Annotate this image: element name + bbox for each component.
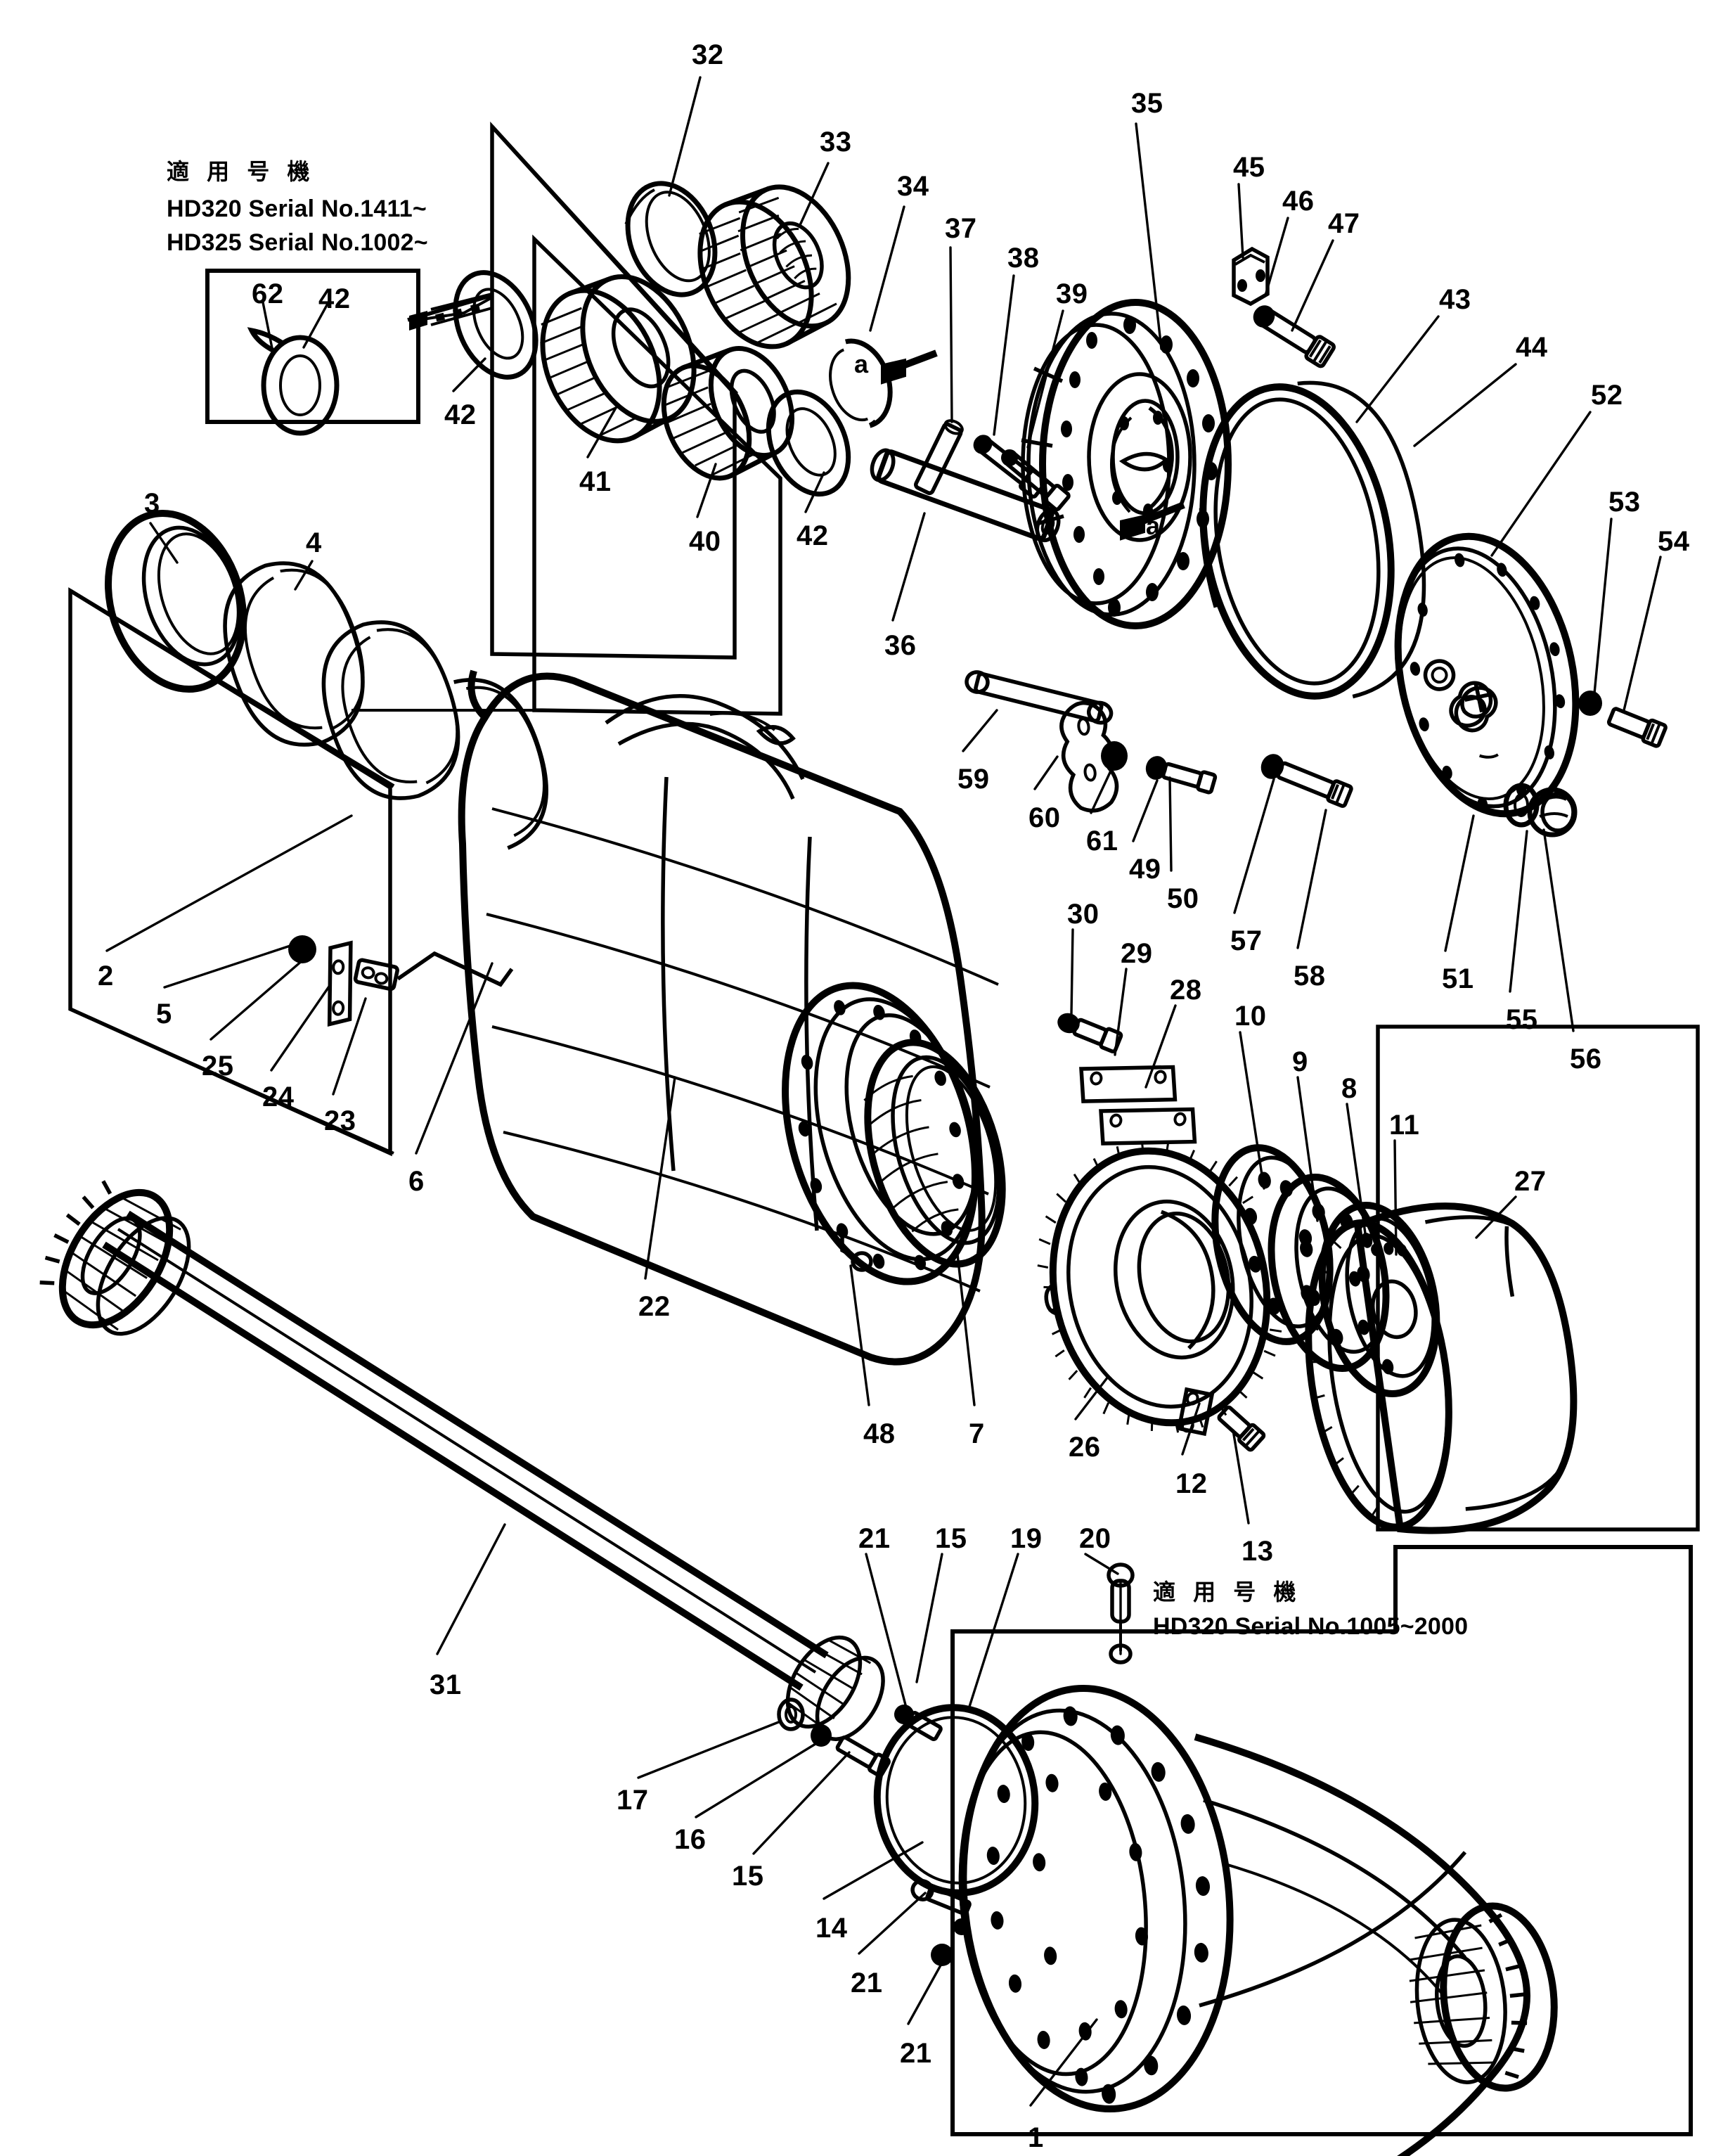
part-callout-16: 16 (674, 1824, 707, 1855)
part-callout-61: 61 (1086, 826, 1118, 856)
part-callout-32: 32 (692, 39, 724, 70)
section-marker-a-2: a (1146, 511, 1161, 540)
part-callout-28: 28 (1170, 975, 1202, 1006)
part-callout-33: 33 (820, 127, 852, 158)
part-callout-13: 13 (1242, 1536, 1274, 1567)
part-callout-52: 52 (1591, 380, 1623, 411)
part-callout-11: 11 (1389, 1110, 1420, 1141)
part-callout-44: 44 (1516, 332, 1548, 363)
part-callout-19: 19 (1010, 1523, 1043, 1554)
part-callout-35: 35 (1131, 88, 1163, 119)
part-callout-15: 15 (935, 1523, 967, 1554)
part-callout-21: 21 (900, 2038, 932, 2069)
part-callout-5: 5 (156, 999, 172, 1029)
part-callout-42: 42 (318, 283, 351, 314)
part-callout-20: 20 (1079, 1523, 1111, 1554)
part-callout-62: 62 (252, 278, 284, 309)
part-callout-14: 14 (815, 1913, 848, 1944)
note-bottom-right-jp: 適 用 号 機 (1153, 1579, 1301, 1605)
part-callout-26: 26 (1069, 1432, 1101, 1463)
note-top-left-line-1: HD320 Serial No.1411~ (167, 195, 427, 222)
part-callout-53: 53 (1608, 487, 1641, 518)
part-callout-3: 3 (144, 488, 160, 519)
part-callout-46: 46 (1282, 186, 1315, 217)
section-marker-a-1: a (854, 349, 869, 378)
part-callout-21: 21 (858, 1523, 891, 1554)
part-callout-55: 55 (1506, 1004, 1538, 1035)
part-callout-6: 6 (408, 1166, 425, 1197)
part-callout-39: 39 (1056, 278, 1088, 309)
part-callout-45: 45 (1233, 152, 1265, 183)
part-callout-57: 57 (1230, 925, 1263, 956)
part-callout-34: 34 (897, 171, 929, 202)
part-callout-2: 2 (98, 961, 114, 992)
part-callout-38: 38 (1007, 243, 1040, 274)
part-callout-7: 7 (969, 1418, 985, 1449)
note-top-left-line-2: HD325 Serial No.1002~ (167, 229, 428, 256)
part-callout-25: 25 (202, 1051, 234, 1082)
part-callout-4: 4 (306, 527, 322, 558)
part-callout-24: 24 (262, 1082, 295, 1112)
part-callout-30: 30 (1067, 899, 1099, 930)
part-callout-43: 43 (1439, 284, 1471, 315)
part-callout-9: 9 (1292, 1046, 1308, 1077)
part-callout-58: 58 (1294, 961, 1326, 992)
part-callout-60: 60 (1028, 802, 1061, 833)
part-callout-15: 15 (732, 1861, 764, 1892)
part-callout-47: 47 (1328, 208, 1360, 239)
part-callout-40: 40 (689, 526, 721, 557)
part-callout-31: 31 (430, 1669, 462, 1700)
part-callout-29: 29 (1121, 938, 1153, 969)
part-callout-27: 27 (1514, 1166, 1547, 1197)
part-callout-56: 56 (1570, 1044, 1602, 1074)
part-callout-42: 42 (797, 520, 829, 551)
part-callout-51: 51 (1442, 963, 1474, 994)
part-callout-8: 8 (1341, 1073, 1357, 1104)
part-callout-21: 21 (851, 1968, 883, 1998)
part-callout-1: 1 (1028, 2122, 1044, 2153)
part-callout-50: 50 (1167, 883, 1199, 914)
part-callout-37: 37 (945, 213, 977, 244)
note-top-left-jp: 適 用 号 機 (167, 158, 315, 185)
part-callout-59: 59 (957, 764, 990, 795)
part-callout-36: 36 (884, 630, 917, 661)
part-callout-41: 41 (579, 466, 612, 497)
part-callout-49: 49 (1129, 854, 1161, 885)
part-callout-12: 12 (1175, 1468, 1208, 1499)
part-callout-22: 22 (638, 1291, 671, 1322)
part-callout-10: 10 (1234, 1001, 1267, 1032)
part-callout-23: 23 (324, 1105, 356, 1136)
part-callout-42: 42 (444, 399, 477, 430)
part-callout-48: 48 (863, 1418, 896, 1449)
note-bottom-right-line-1: HD320 Serial No.1005~2000 (1153, 1613, 1469, 1640)
part-callout-54: 54 (1658, 526, 1690, 557)
part-callout-17: 17 (617, 1785, 649, 1816)
